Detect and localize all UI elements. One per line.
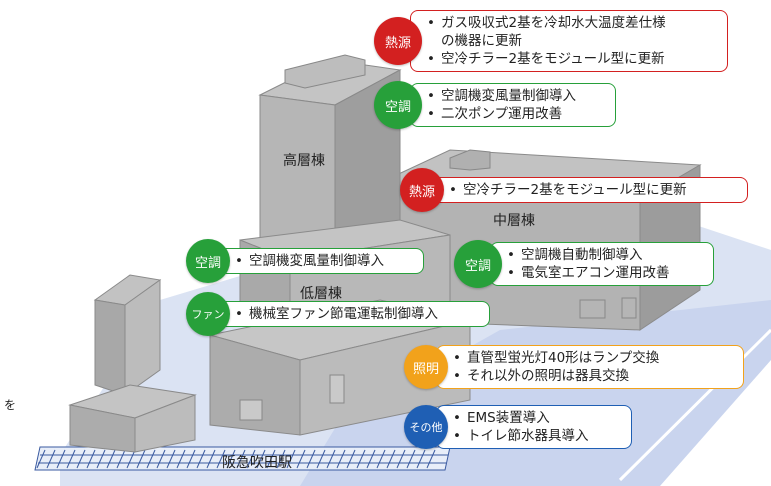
heat-badge: 熱源: [374, 17, 422, 65]
mid-building-label: 中層棟: [493, 213, 535, 229]
rail-tie: [136, 449, 146, 469]
station-label: 阪急吹田駅: [222, 455, 292, 471]
callout-item: 直管型蛍光灯40形はランプ交換: [451, 349, 733, 367]
callout-fan: ファン 機械室ファン節電運転制御導入: [186, 292, 490, 336]
callout-item: 電気室エアコン運用改善: [505, 264, 703, 282]
rail-tie: [46, 449, 56, 469]
callout-item: トイレ節水器具導入: [451, 427, 621, 445]
rail-tie: [366, 449, 376, 469]
callout-lighting: 照明 直管型蛍光灯40形はランプ交換 それ以外の照明は器具交換: [404, 345, 744, 389]
rail-tie: [106, 449, 116, 469]
rail-tie: [176, 449, 186, 469]
rail-tie: [226, 449, 236, 469]
rail-tie: [216, 449, 226, 469]
heat-badge: 熱源: [400, 168, 444, 212]
rail-tie: [246, 449, 256, 469]
callout-heat-source-1: 熱源 ガス吸収式2基を冷却水大温度差仕様 の機器に更新 空冷チラー2基をモジュー…: [374, 10, 728, 72]
callout-ac-1: 空調 空調機変風量制御導入 二次ポンプ運用改善: [374, 81, 616, 129]
edge-text: を: [4, 398, 17, 412]
rail-tie: [166, 449, 176, 469]
callout-item: 空冷チラー2基をモジュール型に更新: [447, 181, 737, 199]
lighting-box: 直管型蛍光灯40形はランプ交換 それ以外の照明は器具交換: [436, 345, 744, 389]
callout-item: 空調機変風量制御導入: [233, 252, 413, 270]
rail-tie: [356, 449, 366, 469]
ac-badge: 空調: [186, 239, 230, 283]
ac-badge: 空調: [374, 81, 422, 129]
ac-badge: 空調: [454, 240, 502, 288]
lighting-badge: 照明: [404, 345, 448, 389]
rail-tie: [306, 449, 316, 469]
rail-tie: [316, 449, 326, 469]
left-building-front: [94, 299, 126, 396]
rail-tie: [406, 449, 416, 469]
rail-tie: [126, 449, 136, 469]
rail-tie: [76, 449, 86, 469]
rail-tie: [66, 449, 76, 469]
rail-tie: [186, 449, 196, 469]
rail-tie: [116, 449, 126, 469]
rail-tie: [256, 449, 266, 469]
rail-tie: [86, 449, 96, 469]
shed: [621, 297, 637, 319]
rail-tie: [266, 449, 276, 469]
rail-tie: [56, 449, 66, 469]
ac-box: 空調機変風量制御導入 二次ポンプ運用改善: [410, 83, 616, 127]
rail-tie: [416, 449, 426, 469]
rail-tie: [156, 449, 166, 469]
shed: [579, 299, 606, 319]
high-roof-unit: [284, 54, 366, 89]
rail-tie: [236, 449, 246, 469]
callout-item: の機器に更新: [441, 33, 522, 49]
rail-tie: [36, 449, 46, 469]
left-building-side: [124, 279, 161, 396]
rail-tie: [386, 449, 396, 469]
rail-tie: [276, 449, 286, 469]
ac-box: 空調機自動制御導入 電気室エアコン運用改善: [490, 242, 714, 286]
rail-tie: [326, 449, 336, 469]
callout-item: ガス吸収式2基を冷却水大温度差仕様: [425, 14, 717, 32]
callout-ac-3: 空調 空調機自動制御導入 電気室エアコン運用改善: [454, 240, 714, 288]
callout-item: 機械室ファン節電運転制御導入: [233, 305, 479, 323]
rail-tie: [196, 449, 206, 469]
rail-tie: [286, 449, 296, 469]
callout-ac-2: 空調 空調機変風量制御導入: [186, 239, 424, 283]
mid-roof-unit: [449, 149, 491, 171]
heat-box: 空冷チラー2基をモジュール型に更新: [432, 177, 748, 203]
callout-heat-source-2: 熱源 空冷チラー2基をモジュール型に更新: [400, 168, 748, 212]
podium-unit: [329, 374, 345, 404]
callout-item: 空冷チラー2基をモジュール型に更新: [425, 50, 717, 68]
rail-tie: [376, 449, 386, 469]
callout-other: その他 EMS装置導入 トイレ節水器具導入: [404, 405, 632, 449]
callout-item: それ以外の照明は器具交換: [451, 367, 733, 385]
rail-tie: [96, 449, 106, 469]
rail-tie: [426, 449, 436, 469]
podium-door: [239, 399, 263, 421]
other-badge: その他: [404, 405, 448, 449]
rail-tie: [296, 449, 306, 469]
heat-box: ガス吸収式2基を冷却水大温度差仕様 の機器に更新 空冷チラー2基をモジュール型に…: [410, 10, 728, 72]
rail-tie: [206, 449, 216, 469]
low-building-label: 低層棟: [300, 286, 342, 302]
high-building-label: 高層棟: [283, 153, 325, 169]
other-box: EMS装置導入 トイレ節水器具導入: [436, 405, 632, 449]
fan-badge: ファン: [186, 292, 230, 336]
callout-item: 二次ポンプ運用改善: [425, 105, 605, 123]
rail-tie: [146, 449, 156, 469]
ac-box: 空調機変風量制御導入: [218, 248, 424, 274]
rail-tie: [336, 449, 346, 469]
callout-item: 空調機変風量制御導入: [425, 87, 605, 105]
rail-tie: [396, 449, 406, 469]
callout-item: EMS装置導入: [451, 409, 621, 427]
lower-left-side: [134, 394, 196, 453]
fan-box: 機械室ファン節電運転制御導入: [218, 301, 490, 327]
callout-item: 空調機自動制御導入: [505, 246, 703, 264]
rail-tie: [346, 449, 356, 469]
